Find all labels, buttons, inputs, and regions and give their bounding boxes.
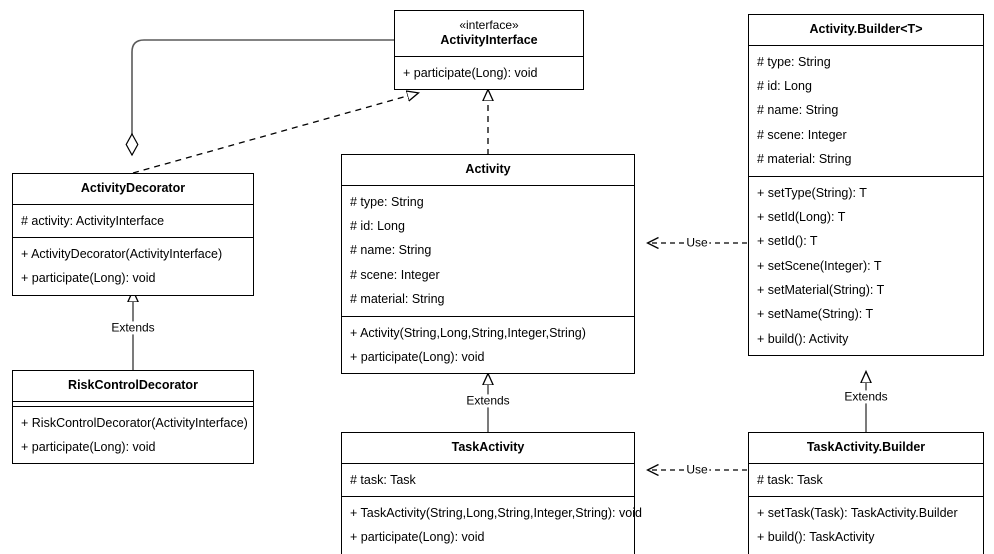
attribute-row: # id: Long: [350, 219, 405, 233]
class-name-label: ActivityInterface: [440, 33, 538, 47]
edge-label-taskactivity-extends: Extends: [464, 393, 512, 408]
class-task-activity-builder-header: TaskActivity.Builder: [749, 433, 983, 464]
class-activity-interface-methods: + participate(Long): void: [395, 57, 583, 89]
class-activity-builder-header: Activity.Builder<T>: [749, 15, 983, 46]
method-row: + participate(Long): void: [21, 271, 156, 286]
class-risk-control-decorator-attributes: [13, 402, 253, 407]
class-task-activity[interactable]: TaskActivity # task: Task + TaskActivity…: [341, 432, 642, 554]
class-task-activity-builder[interactable]: TaskActivity.Builder # task: Task + setT…: [748, 432, 984, 554]
class-activity-builder-methods: + setType(String): T + setId(Long): T + …: [749, 177, 983, 356]
attribute-row: # id: Long: [757, 79, 812, 93]
class-activity-decorator-methods: + ActivityDecorator(ActivityInterface) +…: [13, 238, 253, 295]
class-activity[interactable]: Activity # type: String # id: Long # nam…: [341, 154, 635, 375]
attribute-row: # name: String: [757, 103, 839, 118]
attribute-row: # type: String: [757, 54, 831, 69]
method-row: + build(): Activity: [757, 331, 849, 346]
edge-label-riskcontrol-extends: Extends: [109, 320, 157, 335]
edge-decorator-aggregation: [132, 39, 394, 155]
edge-label-taskbuilder-extends: Extends: [842, 389, 890, 404]
stereotype-label: «interface»: [459, 18, 519, 32]
attribute-row: # material: String: [350, 292, 445, 307]
attribute-row: # activity: ActivityInterface: [21, 213, 165, 228]
class-activity-interface-header: «interface» ActivityInterface: [395, 11, 583, 57]
method-row: + RiskControlDecorator(ActivityInterface…: [21, 415, 248, 430]
method-row: + setMaterial(String): T: [757, 283, 885, 297]
method-row: + participate(Long): void: [21, 440, 156, 454]
class-risk-control-decorator-methods: + RiskControlDecorator(ActivityInterface…: [13, 407, 253, 464]
attribute-row: # material: String: [757, 152, 852, 167]
class-task-activity-header: TaskActivity: [342, 433, 634, 464]
method-row: + setName(String): T: [757, 307, 874, 322]
attribute-row: # name: String: [350, 243, 432, 258]
class-risk-control-decorator[interactable]: RiskControlDecorator + RiskControlDecora…: [12, 370, 254, 465]
method-row: + setId(Long): T: [757, 209, 846, 224]
class-task-activity-builder-methods: + setTask(Task): TaskActivity.Builder + …: [749, 497, 983, 554]
class-activity-decorator[interactable]: ActivityDecorator # activity: ActivityIn…: [12, 173, 254, 296]
attribute-row: # task: Task: [757, 472, 823, 487]
method-row: + Activity(String,Long,String,Integer,St…: [350, 325, 586, 340]
method-row: + participate(Long): void: [350, 530, 485, 545]
class-activity-builder-attributes: # type: String # id: Long # name: String…: [749, 46, 983, 177]
class-activity-methods: + Activity(String,Long,String,Integer,St…: [342, 317, 634, 374]
attribute-row: # scene: Integer: [757, 127, 847, 142]
edge-label-taskbuilder-use-taskactivity: Use: [684, 462, 710, 477]
method-row: + ActivityDecorator(ActivityInterface): [21, 247, 223, 261]
class-activity-builder[interactable]: Activity.Builder<T> # type: String # id:…: [748, 14, 984, 357]
class-task-activity-builder-attributes: # task: Task: [749, 464, 983, 497]
method-row: + setType(String): T: [757, 185, 867, 200]
class-task-activity-methods: + TaskActivity(String,Long,String,Intege…: [342, 497, 642, 554]
edge-label-builder-use-activity: Use: [684, 235, 710, 250]
method-row: + setTask(Task): TaskActivity.Builder: [757, 506, 958, 520]
method-row: + build(): TaskActivity: [757, 530, 875, 545]
method-row: + setId(): T: [757, 234, 818, 249]
class-activity-interface[interactable]: «interface» ActivityInterface + particip…: [394, 10, 584, 90]
method-row: + participate(Long): void: [350, 349, 485, 364]
class-activity-attributes: # type: String # id: Long # name: String…: [342, 186, 634, 317]
attribute-row: # type: String: [350, 194, 424, 209]
method-row: + setScene(Integer): T: [757, 258, 882, 273]
attribute-row: # scene: Integer: [350, 267, 440, 282]
class-activity-decorator-header: ActivityDecorator: [13, 174, 253, 205]
class-risk-control-decorator-header: RiskControlDecorator: [13, 371, 253, 402]
class-activity-header: Activity: [342, 155, 634, 186]
method-row: + TaskActivity(String,Long,String,Intege…: [350, 506, 642, 520]
method-row: + participate(Long): void: [403, 65, 538, 80]
class-activity-decorator-attributes: # activity: ActivityInterface: [13, 205, 253, 238]
attribute-row: # task: Task: [350, 472, 416, 487]
class-task-activity-attributes: # task: Task: [342, 464, 634, 497]
